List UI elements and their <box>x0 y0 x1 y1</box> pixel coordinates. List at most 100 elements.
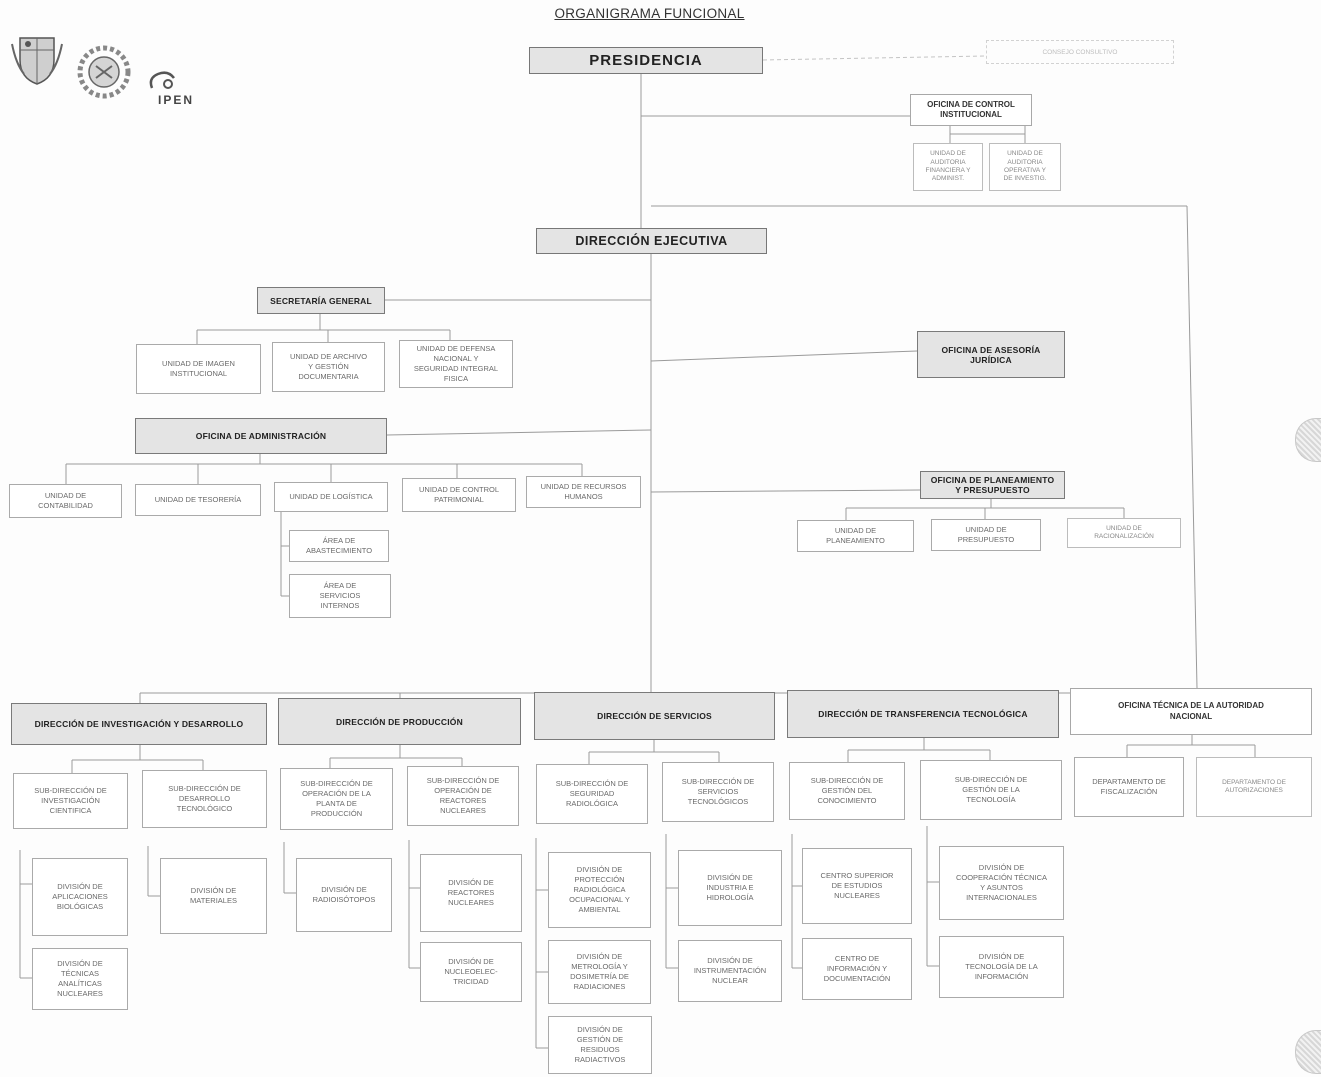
box-label: DIRECCIÓN DE TRANSFERENCIA TECNOLÓGICA <box>818 709 1028 719</box>
box-label: DIRECCIÓN DE INVESTIGACIÓN Y DESARROLLO <box>34 719 244 729</box>
box-subdir-servicios-tecnologicos[interactable]: SUB-DIRECCIÓN DE SERVICIOS TECNOLÓGICOS <box>662 762 774 822</box>
box-unidad-imagen-institucional[interactable]: UNIDAD DE IMAGEN INSTITUCIONAL <box>136 344 261 394</box>
box-label: DIVISIÓN DE COOPERACIÓN TÉCNICA Y ASUNTO… <box>955 862 1048 903</box>
ipen-logo-text: IPEN <box>158 93 195 107</box>
box-unidad-auditoria-operativa[interactable]: UNIDAD DE AUDITORIA OPERATIVA Y DE INVES… <box>989 143 1061 191</box>
box-centro-informacion[interactable]: CENTRO DE INFORMACIÓN Y DOCUMENTACIÓN <box>802 938 912 1000</box>
box-departamento-autorizaciones[interactable]: DEPARTAMENTO DE AUTORIZACIONES <box>1196 757 1312 817</box>
consejo-consultivo-note: CONSEJO CONSULTIVO <box>986 40 1174 64</box>
box-label: DIVISIÓN DE INDUSTRIA E HIDROLOGÍA <box>706 872 754 903</box>
box-label: DIVISIÓN DE MATERIALES <box>190 885 237 905</box>
box-label: DIRECCIÓN EJECUTIVA <box>575 234 728 248</box>
box-label: UNIDAD DE CONTROL PATRIMONIAL <box>418 484 499 504</box>
box-label: DIVISIÓN DE PROTECCIÓN RADIOLÓGICA OCUPA… <box>569 864 630 915</box>
box-label: UNIDAD DE RECURSOS HUMANOS <box>540 481 627 501</box>
box-division-cooperacion-tecnica[interactable]: DIVISIÓN DE COOPERACIÓN TÉCNICA Y ASUNTO… <box>939 846 1064 920</box>
box-label: DIVISIÓN DE RADIOISÓTOPOS <box>312 884 376 904</box>
box-unidad-recursos-humanos[interactable]: UNIDAD DE RECURSOS HUMANOS <box>526 476 641 508</box>
box-subdir-seguridad-radiologica[interactable]: SUB-DIRECCIÓN DE SEGURIDAD RADIOLÓGICA <box>536 764 648 824</box>
box-label: OFICINA DE PLANEAMIENTO Y PRESUPUESTO <box>930 475 1055 495</box>
box-label: UNIDAD DE IMAGEN INSTITUCIONAL <box>162 358 235 378</box>
box-division-materiales[interactable]: DIVISIÓN DE MATERIALES <box>160 858 267 934</box>
box-division-reactores-nucleares[interactable]: DIVISIÓN DE REACTORES NUCLEARES <box>420 854 522 932</box>
box-centro-superior-estudios[interactable]: CENTRO SUPERIOR DE ESTUDIOS NUCLEARES <box>802 848 912 924</box>
box-label: SUB-DIRECCIÓN DE OPERACIÓN DE LA PLANTA … <box>300 778 373 819</box>
box-unidad-logistica[interactable]: UNIDAD DE LOGÍSTICA <box>274 482 388 512</box>
box-division-radioisotopos[interactable]: DIVISIÓN DE RADIOISÓTOPOS <box>296 858 392 932</box>
box-division-tecnologia-informacion[interactable]: DIVISIÓN DE TECNOLOGÍA DE LA INFORMACIÓN <box>939 936 1064 998</box>
box-division-nucleoelectricidad[interactable]: DIVISIÓN DE NUCLEOELEC- TRICIDAD <box>420 942 522 1002</box>
box-label: DIVISIÓN DE INSTRUMENTACIÓN NUCLEAR <box>693 955 767 986</box>
box-label: SUB-DIRECCIÓN DE INVESTIGACIÓN CIENTIFIC… <box>34 785 107 816</box>
box-subdir-operacion-planta[interactable]: SUB-DIRECCIÓN DE OPERACIÓN DE LA PLANTA … <box>280 768 393 830</box>
box-label: DIVISIÓN DE GESTIÓN DE RESIDUOS RADIACTI… <box>574 1024 626 1065</box>
box-unidad-racionalizacion[interactable]: UNIDAD DE RACIONALIZACIÓN <box>1067 518 1181 548</box>
box-unidad-auditoria-financiera[interactable]: UNIDAD DE AUDITORIA FINANCIERA Y ADMINIS… <box>913 143 983 191</box>
box-label: OFICINA DE ADMINISTRACIÓN <box>195 431 327 441</box>
box-division-proteccion-radiologica[interactable]: DIVISIÓN DE PROTECCIÓN RADIOLÓGICA OCUPA… <box>548 852 651 928</box>
box-unidad-contabilidad[interactable]: UNIDAD DE CONTABILIDAD <box>9 484 122 518</box>
box-label: UNIDAD DE DEFENSA NACIONAL Y SEGURIDAD I… <box>413 343 499 384</box>
box-label: SECRETARÍA GENERAL <box>270 295 372 306</box>
box-label: OFICINA TÉCNICA DE LA AUTORIDAD NACIONAL <box>1118 701 1264 721</box>
box-oficina-autoridad-nacional[interactable]: OFICINA TÉCNICA DE LA AUTORIDAD NACIONAL <box>1070 688 1312 735</box>
box-oficina-planeamiento[interactable]: OFICINA DE PLANEAMIENTO Y PRESUPUESTO <box>920 471 1065 499</box>
box-oficina-asesoria-juridica[interactable]: OFICINA DE ASESORÍA JURÍDICA <box>917 331 1065 378</box>
box-label: UNIDAD DE ARCHIVO Y GESTIÓN DOCUMENTARIA <box>289 351 368 382</box>
box-direccion-investigacion-desarrollo[interactable]: DIRECCIÓN DE INVESTIGACIÓN Y DESARROLLO <box>11 703 267 745</box>
box-label: PRESIDENCIA <box>589 52 703 69</box>
box-label: CENTRO DE INFORMACIÓN Y DOCUMENTACIÓN <box>823 953 891 984</box>
box-area-abastecimiento[interactable]: ÁREA DE ABASTECIMIENTO <box>289 530 389 562</box>
box-subdir-investigacion-cientifica[interactable]: SUB-DIRECCIÓN DE INVESTIGACIÓN CIENTIFIC… <box>13 773 128 829</box>
box-unidad-defensa-nacional[interactable]: UNIDAD DE DEFENSA NACIONAL Y SEGURIDAD I… <box>399 340 513 388</box>
box-label: DIVISIÓN DE TÉCNICAS ANALÍTICAS NUCLEARE… <box>57 958 103 999</box>
box-division-aplicaciones-biologicas[interactable]: DIVISIÓN DE APLICACIONES BIOLÓGICAS <box>32 858 128 936</box>
box-direccion-produccion[interactable]: DIRECCIÓN DE PRODUCCIÓN <box>278 698 521 745</box>
box-departamento-fiscalizacion[interactable]: DEPARTAMENTO DE FISCALIZACIÓN <box>1074 757 1184 817</box>
box-label: SUB-DIRECCIÓN DE DESARROLLO TECNOLÓGICO <box>168 783 241 814</box>
box-label: ÁREA DE SERVICIOS INTERNOS <box>319 580 361 611</box>
box-label: DEPARTAMENTO DE AUTORIZACIONES <box>1222 778 1286 794</box>
box-unidad-archivo[interactable]: UNIDAD DE ARCHIVO Y GESTIÓN DOCUMENTARIA <box>272 342 385 392</box>
box-unidad-planeamiento[interactable]: UNIDAD DE PLANEAMIENTO <box>797 520 914 552</box>
box-label: OFICINA DE ASESORÍA JURÍDICA <box>941 344 1041 365</box>
binder-hole-bottom <box>1295 1030 1321 1074</box>
box-direccion-transferencia-tecnologica[interactable]: DIRECCIÓN DE TRANSFERENCIA TECNOLÓGICA <box>787 690 1059 738</box>
box-label: SUB-DIRECCIÓN DE OPERACIÓN DE REACTORES … <box>426 775 500 816</box>
box-subdir-gestion-conocimiento[interactable]: SUB-DIRECCIÓN DE GESTIÓN DEL CONOCIMIENT… <box>789 762 905 820</box>
box-label: SUB-DIRECCIÓN DE GESTIÓN DEL CONOCIMIENT… <box>810 775 884 806</box>
box-subdir-desarrollo-tecnologico[interactable]: SUB-DIRECCIÓN DE DESARROLLO TECNOLÓGICO <box>142 770 267 828</box>
box-division-metrologia-dosimetria[interactable]: DIVISIÓN DE METROLOGÍA Y DOSIMETRÍA DE R… <box>548 940 651 1004</box>
box-area-servicios-internos[interactable]: ÁREA DE SERVICIOS INTERNOS <box>289 574 391 618</box>
box-label: UNIDAD DE TESORERÍA <box>154 494 242 504</box>
box-secretaria-general[interactable]: SECRETARÍA GENERAL <box>257 287 385 314</box>
box-oficina-administracion[interactable]: OFICINA DE ADMINISTRACIÓN <box>135 418 387 454</box>
box-label: DEPARTAMENTO DE FISCALIZACIÓN <box>1092 776 1166 796</box>
box-unidad-presupuesto[interactable]: UNIDAD DE PRESUPUESTO <box>931 519 1041 551</box>
box-label: DIRECCIÓN DE PRODUCCIÓN <box>336 716 463 727</box>
box-oficina-control-institucional[interactable]: OFICINA DE CONTROL INSTITUCIONAL <box>910 94 1032 126</box>
box-label: UNIDAD DE PLANEAMIENTO <box>826 525 885 545</box>
box-division-industria-hidrologia[interactable]: DIVISIÓN DE INDUSTRIA E HIDROLOGÍA <box>678 850 782 926</box>
box-presidencia[interactable]: PRESIDENCIA <box>529 47 763 74</box>
box-division-instrumentacion-nuclear[interactable]: DIVISIÓN DE INSTRUMENTACIÓN NUCLEAR <box>678 940 782 1002</box>
box-label: UNIDAD DE LOGÍSTICA <box>289 491 373 501</box>
box-label: SUB-DIRECCIÓN DE SERVICIOS TECNOLÓGICOS <box>681 776 755 807</box>
box-division-tecnicas-analiticas[interactable]: DIVISIÓN DE TÉCNICAS ANALÍTICAS NUCLEARE… <box>32 948 128 1010</box>
ipen-logo-icon <box>149 71 175 89</box>
box-label: DIVISIÓN DE TECNOLOGÍA DE LA INFORMACIÓN <box>965 951 1038 982</box>
box-unidad-control-patrimonial[interactable]: UNIDAD DE CONTROL PATRIMONIAL <box>402 478 516 512</box>
page-title: ORGANIGRAMA FUNCIONAL <box>554 6 745 21</box>
box-label: UNIDAD DE RACIONALIZACIÓN <box>1094 524 1154 540</box>
box-direccion-servicios[interactable]: DIRECCIÓN DE SERVICIOS <box>534 692 775 740</box>
box-subdir-gestion-tecnologia[interactable]: SUB-DIRECCIÓN DE GESTIÓN DE LA TECNOLOGÍ… <box>920 760 1062 820</box>
box-subdir-operacion-reactores[interactable]: SUB-DIRECCIÓN DE OPERACIÓN DE REACTORES … <box>407 766 519 826</box>
box-label: UNIDAD DE AUDITORIA OPERATIVA Y DE INVES… <box>1003 150 1047 183</box>
coat-of-arms-icon <box>11 37 63 85</box>
box-direccion-ejecutiva[interactable]: DIRECCIÓN EJECUTIVA <box>536 228 767 254</box>
box-label: UNIDAD DE AUDITORIA FINANCIERA Y ADMINIS… <box>925 150 971 183</box>
box-unidad-tesoreria[interactable]: UNIDAD DE TESORERÍA <box>135 484 261 516</box>
box-label: DIVISIÓN DE APLICACIONES BIOLÓGICAS <box>52 881 108 912</box>
box-label: UNIDAD DE CONTABILIDAD <box>38 490 93 510</box>
box-division-gestion-residuos[interactable]: DIVISIÓN DE GESTIÓN DE RESIDUOS RADIACTI… <box>548 1016 652 1074</box>
